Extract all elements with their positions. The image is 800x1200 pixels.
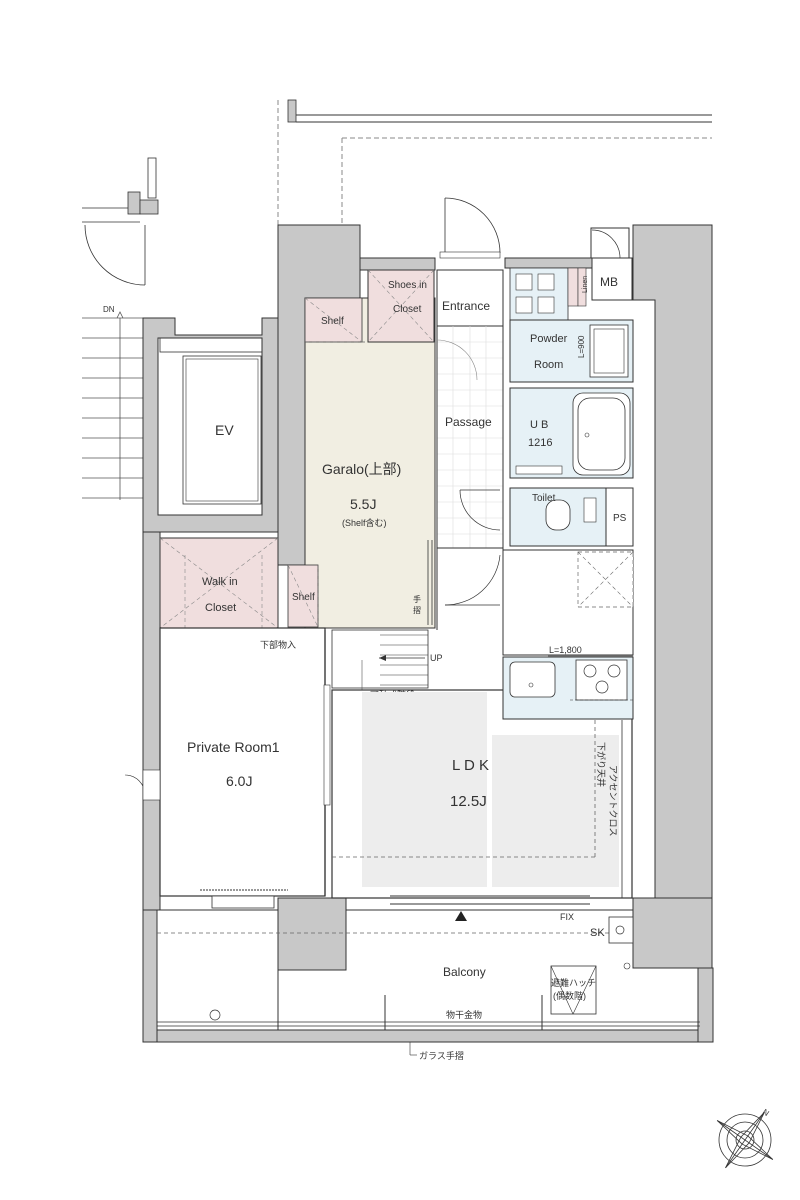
walls [142,224,714,1043]
hatch-label-1: 避難ハッチ [551,977,596,988]
elevator [159,337,263,505]
kitchen-length-label: L=1,800 [549,645,582,655]
walkin-label-1: Walk in [202,576,238,588]
shoes-closet-label-2: Closet [393,304,422,315]
balcony-area [156,909,700,1056]
sk-label: SK [590,927,605,939]
north-compass-icon: N [716,1107,774,1169]
linen-label: Linen [582,276,589,293]
up-label: UP [430,653,443,663]
garalo-area [287,297,436,629]
lowered-ceiling-label: 下がり天井 [596,742,607,787]
ub-label-1: U B [530,419,548,431]
shelf-top-label: Shelf [321,316,344,327]
mb-label: MB [600,275,618,289]
shoes-closet-label-1: Shoes in [388,280,427,291]
powder-label-1: Powder [530,333,568,345]
dn-label: DN [103,305,115,314]
private-room-size: 6.0J [226,773,252,789]
garalo-name: Garalo(上部) [322,461,401,477]
exterior-lines [277,100,712,225]
glass-rail-label: ガラス手摺 [419,1050,464,1061]
private-room [124,627,331,909]
kitchen [502,549,634,720]
common-stair [82,157,159,500]
passage-label: Passage [445,415,492,429]
entrance-passage [436,197,504,630]
movable-stairs [331,629,429,690]
garalo-size: 5.5J [350,496,376,512]
balcony-label: Balcony [443,965,486,979]
fix-label: FIX [560,912,574,922]
handrail-label-1: 手 [413,594,421,604]
underfloor-storage-label: 下部物入 [260,639,296,650]
upper-eave [287,99,712,123]
powder-label-2: Room [534,359,563,371]
ldk-size: 12.5J [450,793,487,810]
ps-label: PS [613,513,627,524]
north-label: N [761,1107,771,1118]
accent-cloth-label: アクセントクロス [608,765,618,837]
walk-in-closet [159,537,279,657]
l900-label: L=900 [577,335,586,358]
ldk-name: L D K [452,757,489,774]
handrail-label-2: 摺 [413,605,421,615]
shoes-closet [367,269,435,343]
ub-label-2: 1216 [528,437,552,449]
ldk-area [331,689,633,921]
private-room-name: Private Room1 [187,739,280,755]
entrance-label: Entrance [442,299,490,313]
garalo-note: (Shelf含む) [342,517,387,528]
wet-area [509,227,634,547]
walkin-label-2: Closet [205,602,236,614]
hatch-label-2: (偶数階) [553,990,586,1001]
shelf-bottom-label: Shelf [292,592,315,603]
laundry-hardware-label: 物干金物 [446,1009,482,1020]
ev-label: EV [215,422,234,438]
toilet-label: Toilet [532,493,556,504]
